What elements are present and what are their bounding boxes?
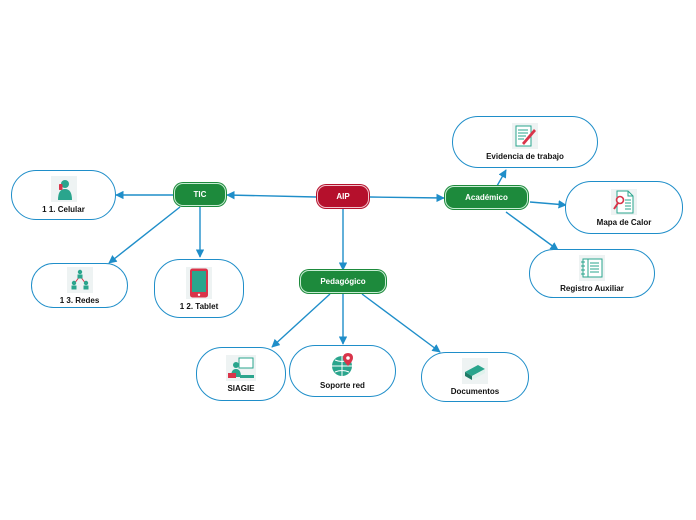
leaf-node-celular[interactable]: 1 1. Celular xyxy=(11,170,116,220)
edge-aip-academico xyxy=(369,193,445,203)
leaf-node-soporte[interactable]: Soporte red xyxy=(289,345,396,397)
leaf-node-evidencia[interactable]: Evidencia de trabajo xyxy=(452,116,598,168)
leaf-label: Documentos xyxy=(450,387,500,396)
leaf-node-documentos[interactable]: Documentos xyxy=(421,352,529,402)
edge-academico-registro xyxy=(505,211,559,251)
book-icon xyxy=(462,358,488,384)
person-phone-icon xyxy=(50,176,77,202)
leaf-label: Mapa de Calor xyxy=(596,217,652,227)
document-search-icon xyxy=(611,188,637,215)
leaf-node-registro[interactable]: Registro Auxiliar xyxy=(529,249,655,298)
document-pen-icon xyxy=(512,123,538,149)
leaf-node-tablet[interactable]: 1 2. Tablet xyxy=(154,259,244,318)
notebook-icon xyxy=(579,254,605,281)
leaf-label: SIAGIE xyxy=(227,384,255,393)
leaf-label: 1 2. Tablet xyxy=(179,301,219,311)
leaf-node-siagie[interactable]: SIAGIE xyxy=(196,347,286,401)
leaf-label: Soporte red xyxy=(320,381,365,390)
edge-aip-tic xyxy=(226,190,317,200)
branch-node-pedagogico[interactable]: Pedagógico xyxy=(300,270,386,293)
edge-academico-mapa xyxy=(529,200,567,209)
presenter-icon xyxy=(226,355,256,381)
edge-tic-redes xyxy=(108,206,181,264)
branch-node-academico[interactable]: Académico xyxy=(445,186,528,209)
globe-pin-icon xyxy=(331,353,353,376)
leaf-label: Registro Auxiliar xyxy=(560,283,624,293)
root-node-label: AIP xyxy=(336,192,350,201)
edge-pedagogico-siagie xyxy=(271,293,331,348)
root-node-aip[interactable]: AIP xyxy=(317,185,369,208)
leaf-label: Evidencia de trabajo xyxy=(486,152,564,161)
leaf-node-redes[interactable]: 1 3. Redes xyxy=(31,263,128,308)
leaf-label: 1 3. Redes xyxy=(59,295,100,305)
tablet-icon xyxy=(186,266,212,299)
network-people-icon xyxy=(66,266,93,293)
branch-node-label: TIC xyxy=(193,190,207,199)
branch-node-label: Pedagógico xyxy=(320,277,366,286)
leaf-node-mapa[interactable]: Mapa de Calor xyxy=(565,181,683,234)
branch-node-tic[interactable]: TIC xyxy=(174,183,226,206)
leaf-label: 1 1. Celular xyxy=(42,205,85,214)
edge-academico-evidencia xyxy=(496,169,507,187)
edge-pedagogico-documentos xyxy=(361,293,441,353)
branch-node-label: Académico xyxy=(465,193,508,202)
